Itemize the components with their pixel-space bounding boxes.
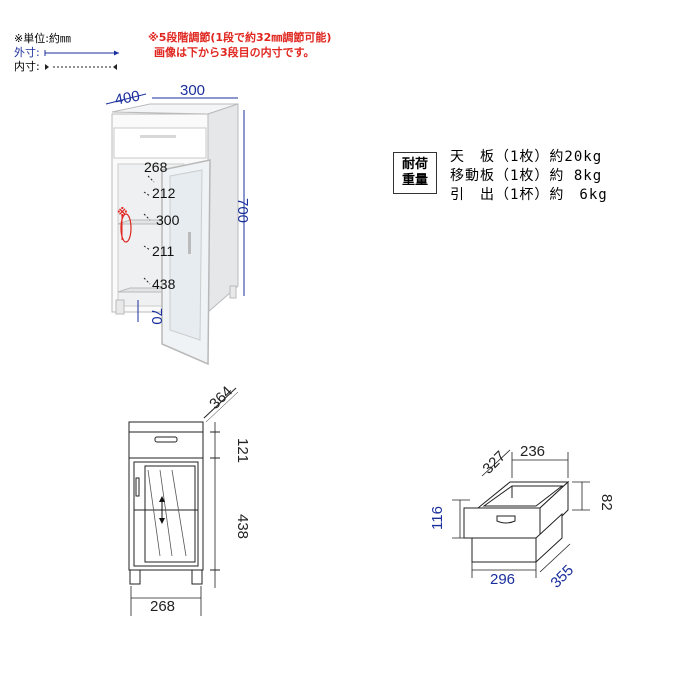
inner-dimension-label: 内寸: xyxy=(14,60,40,73)
adjustment-note-line1: ※5段階調節(1段で約32㎜調節可能) xyxy=(148,31,332,44)
load-row-shelf: 移動板（1枚）約 8kg xyxy=(450,168,603,184)
photo-inner-dimensions xyxy=(143,175,155,285)
photo-inner-dim-1: 268 xyxy=(144,159,168,175)
front-view-drawing xyxy=(128,421,204,585)
photo-depth-dim: 400 xyxy=(114,88,142,109)
unit-label: ※単位:約㎜ xyxy=(14,32,71,45)
photo-inner-dim-2: 212 xyxy=(152,185,176,201)
photo-inner-dim-4: 211 xyxy=(152,243,175,259)
outer-dimension-label: 外寸: xyxy=(14,46,40,59)
cabinet-photo xyxy=(111,103,239,366)
drawer-width-dim: 236 xyxy=(520,443,545,460)
load-row-drawer: 引 出（1杯）約 6kg xyxy=(450,187,608,203)
adjustment-note-line2: 画像は下から3段目の内寸です。 xyxy=(154,46,315,59)
front-width-dim: 268 xyxy=(150,598,175,615)
outer-dimension-arrow-icon xyxy=(44,50,120,56)
drawer-depth-dim: 327 xyxy=(479,448,509,478)
units-legend: ※単位:約㎜ 外寸: 内寸: xyxy=(14,32,123,74)
load-capacity-table: 天 板（1枚）約20kg 移動板（1枚）約 8kg 引 出（1杯）約 6kg xyxy=(450,148,608,205)
load-capacity-label-top: 耐荷 xyxy=(401,157,428,172)
drawer-depth-line xyxy=(481,449,511,477)
drawer-drawing xyxy=(463,480,570,564)
load-row-top-board: 天 板（1枚）約20kg xyxy=(450,149,603,165)
photo-inner-dim-5: 438 xyxy=(152,276,176,292)
photo-red-mark: ※ xyxy=(117,207,128,219)
load-capacity-label-bottom: 重量 xyxy=(401,173,428,188)
drawer-outer-depth-line xyxy=(539,543,571,573)
drawer-outer-depth-dim: 355 xyxy=(547,562,577,592)
drawer-outer-height-dim: 116 xyxy=(429,506,446,530)
adjustment-note: ※5段階調節(1段で約32㎜調節可能) 画像は下から3段目の内寸です。 xyxy=(148,30,363,60)
photo-depth-line xyxy=(105,93,147,105)
load-capacity-label: 耐荷 重量 xyxy=(393,152,437,194)
photo-inner-dim-3: 300 xyxy=(156,212,180,228)
photo-leg-dim: 70 xyxy=(148,308,165,325)
drawer-inner-height-dim: 82 xyxy=(598,494,615,511)
drawer-outer-width-dim: 296 xyxy=(490,571,515,588)
front-depth-line xyxy=(203,387,237,419)
front-door-dim: 438 xyxy=(234,514,251,539)
front-depth-dim: 364 xyxy=(206,383,236,413)
front-drawer-dim: 121 xyxy=(234,438,251,463)
photo-height-dim: 700 xyxy=(234,198,251,223)
photo-width-dim: 300 xyxy=(180,82,205,99)
inner-dimension-arrow-icon xyxy=(45,64,118,70)
